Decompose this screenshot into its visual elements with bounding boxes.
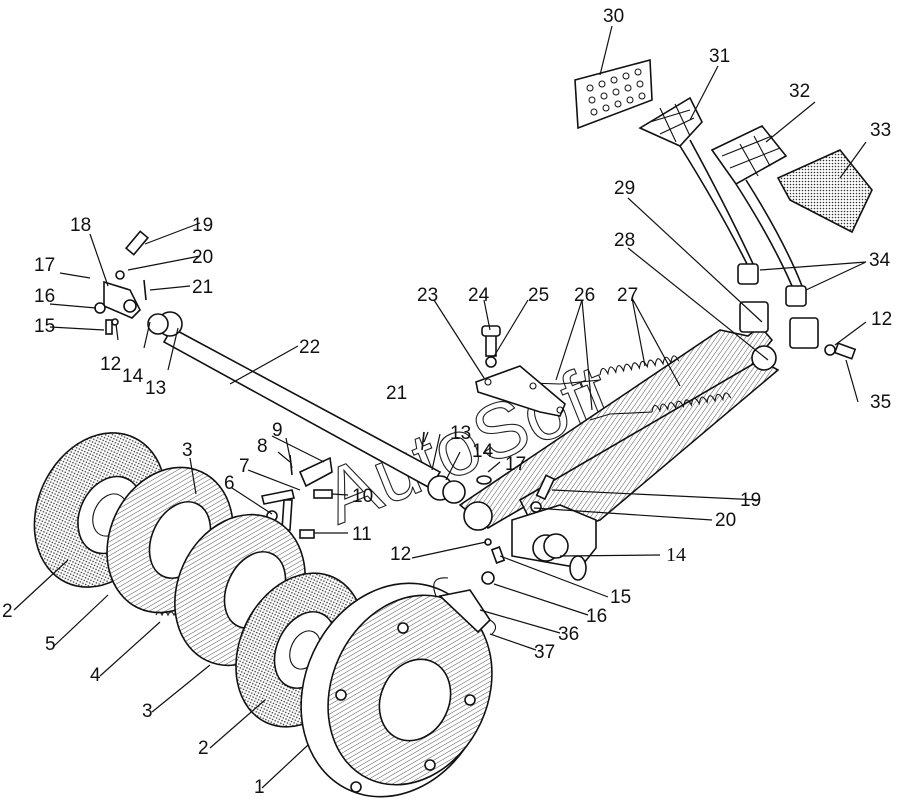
callout-32: 32: [789, 81, 810, 102]
callout-12-lower: 12: [390, 544, 411, 565]
pedal-pad-33: [776, 149, 873, 234]
callout-20-lower: 20: [715, 510, 736, 531]
callout-2-left: 2: [2, 601, 13, 622]
callout-15-lower: 15: [610, 587, 631, 608]
callout-22: 22: [299, 337, 320, 358]
callout-1: 1: [254, 777, 265, 798]
callout-14-bracket: 14: [666, 544, 686, 566]
shaft-22: [147, 311, 466, 504]
callout-31: 31: [709, 46, 730, 67]
callout-13-upper: 13: [145, 378, 166, 399]
pedal-pad-32: [710, 125, 807, 307]
brake-housing-1: [300, 582, 493, 798]
callout-23: 23: [417, 285, 438, 306]
callout-34: 34: [869, 250, 891, 271]
callout-19-upper: 19: [192, 215, 213, 236]
callout-3-upper: 3: [182, 440, 193, 461]
callout-33: 33: [870, 120, 891, 141]
callout-35: 35: [870, 392, 891, 413]
callout-16-upper: 16: [34, 286, 55, 307]
callout-24: 24: [468, 285, 490, 306]
pedal-lever-29: [458, 301, 774, 531]
bracket-14: [511, 504, 597, 581]
callout-10: 10: [352, 486, 373, 507]
callout-labels: 30 31 32 33 29 28 34 12 35 23 24 25 26 2…: [2, 6, 892, 798]
callout-12-upper: 12: [100, 354, 121, 375]
callout-14-lower: 14: [472, 441, 494, 462]
callout-27: 27: [617, 285, 638, 306]
callout-17-upper: 17: [34, 255, 55, 276]
callout-37: 37: [534, 642, 555, 663]
pedal-pad-30: [574, 58, 653, 130]
callout-18: 18: [70, 215, 91, 236]
callout-8: 8: [257, 436, 268, 457]
callout-11: 11: [352, 524, 372, 545]
small-fasteners: [421, 342, 857, 585]
bracket-23: [475, 325, 566, 417]
brake-band-36: [433, 577, 497, 635]
callout-12-right: 12: [871, 309, 892, 330]
callout-15-upper: 15: [34, 316, 55, 337]
callout-5: 5: [45, 634, 56, 655]
pedal-lever-28: [518, 317, 819, 541]
callout-36: 36: [558, 624, 579, 645]
callout-4: 4: [90, 665, 101, 686]
callout-19-lower: 19: [740, 490, 761, 511]
callout-20-upper: 20: [192, 247, 213, 268]
callout-6: 6: [224, 473, 235, 494]
callout-14-upper: 14: [122, 366, 144, 387]
callout-21-lower: 21: [386, 383, 407, 404]
callout-30: 30: [603, 6, 624, 27]
lever-arm-18: [94, 230, 150, 335]
callout-7: 7: [239, 456, 250, 477]
callout-26: 26: [574, 285, 595, 306]
pedal-pad-31: [638, 96, 759, 285]
callout-9: 9: [272, 420, 283, 441]
callout-17-lower: 17: [505, 454, 526, 475]
leader-lines: [13, 25, 867, 789]
callout-2-lower: 2: [198, 738, 209, 759]
callout-3-lower: 3: [142, 701, 153, 722]
callout-16-lower: 16: [586, 606, 607, 627]
callout-13-lower: 13: [450, 423, 471, 444]
callout-21-upper: 21: [192, 277, 213, 298]
callout-28: 28: [614, 230, 635, 251]
callout-25: 25: [528, 285, 549, 306]
callout-29: 29: [614, 178, 635, 199]
